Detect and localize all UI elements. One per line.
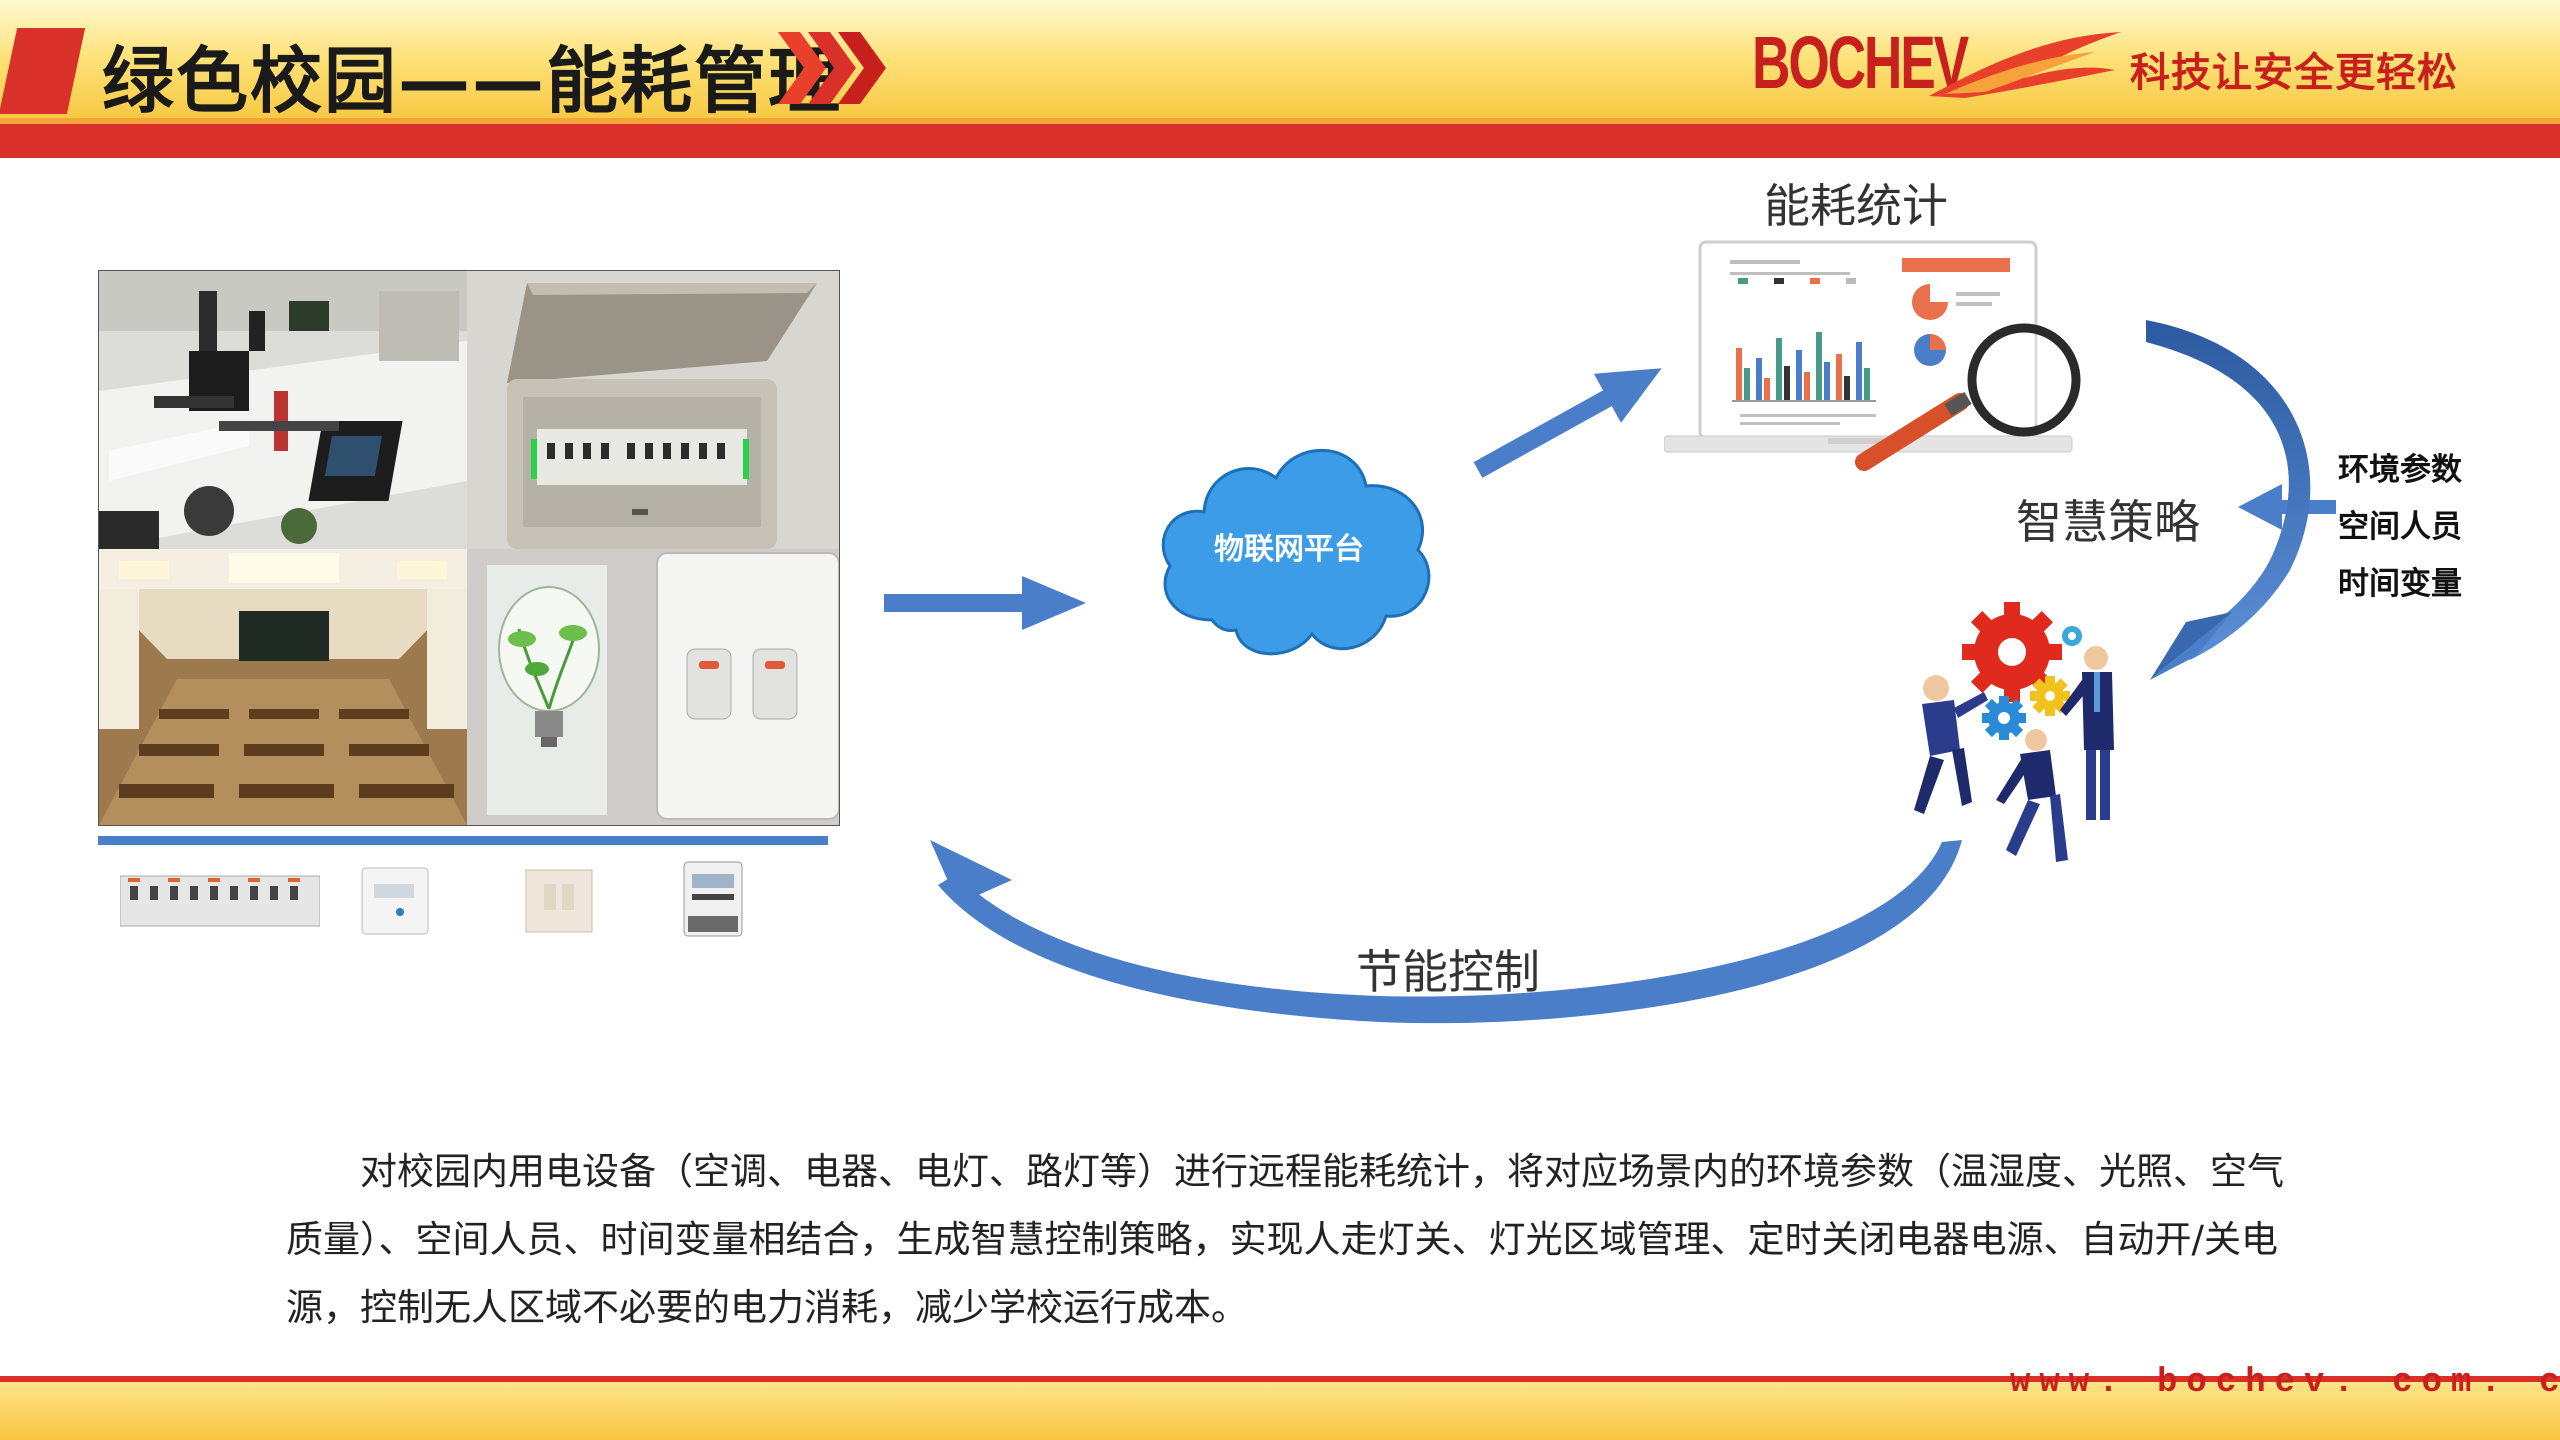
- controller-panel-image: [361, 867, 429, 935]
- flame-icon: [1929, 32, 2121, 98]
- touch-switch-image: [525, 869, 593, 933]
- description-paragraph: 对校园内用电设备（空调、电器、电灯、路灯等）进行远程能耗统计，将对应场景内的环境…: [286, 1150, 2284, 1329]
- gears-teamwork-icon: [1914, 602, 2114, 862]
- stats-label: 能耗统计: [1764, 179, 1948, 233]
- control-label: 节能控制: [1356, 945, 1540, 999]
- factor-time: 时间变量: [2338, 566, 2462, 602]
- divider-bar: [98, 836, 828, 845]
- chevron-right-icon: [778, 32, 886, 104]
- footer-band: [0, 1382, 2560, 1440]
- factor-environment: 环境参数: [2338, 452, 2462, 488]
- classroom-photo: [99, 549, 467, 825]
- laptop-dashboard-icon: [1664, 240, 2073, 453]
- cloud-icon: [1161, 448, 1431, 656]
- photo-collage: [98, 270, 840, 826]
- header-stripe-highlight: [0, 118, 2560, 124]
- wall-switch-photo: [467, 549, 839, 825]
- strategy-label: 智慧策略: [2016, 495, 2200, 549]
- arrow-to-cloud: [884, 576, 1086, 630]
- breaker-module-image: [120, 875, 320, 927]
- page-title: 绿色校园——能耗管理: [102, 39, 843, 123]
- arrow-to-stats: [1473, 368, 1662, 478]
- header-band: [0, 0, 2560, 128]
- factor-people: 空间人员: [2338, 509, 2462, 545]
- brand-logo: BOCHEV: [1752, 21, 1969, 104]
- smart-meter-image: [683, 861, 743, 937]
- breaker-panel-photo: [467, 271, 839, 549]
- header-stripe: [0, 124, 2560, 158]
- magnifier-icon: [1855, 323, 2081, 471]
- footer-url: www. bochev. com. cn: [2010, 1364, 2560, 1402]
- office-photo: [99, 271, 467, 549]
- footer-line: [0, 1376, 2560, 1382]
- cloud-label: 物联网平台: [1214, 532, 1364, 567]
- slogan: 科技让安全更轻松: [2130, 50, 2458, 96]
